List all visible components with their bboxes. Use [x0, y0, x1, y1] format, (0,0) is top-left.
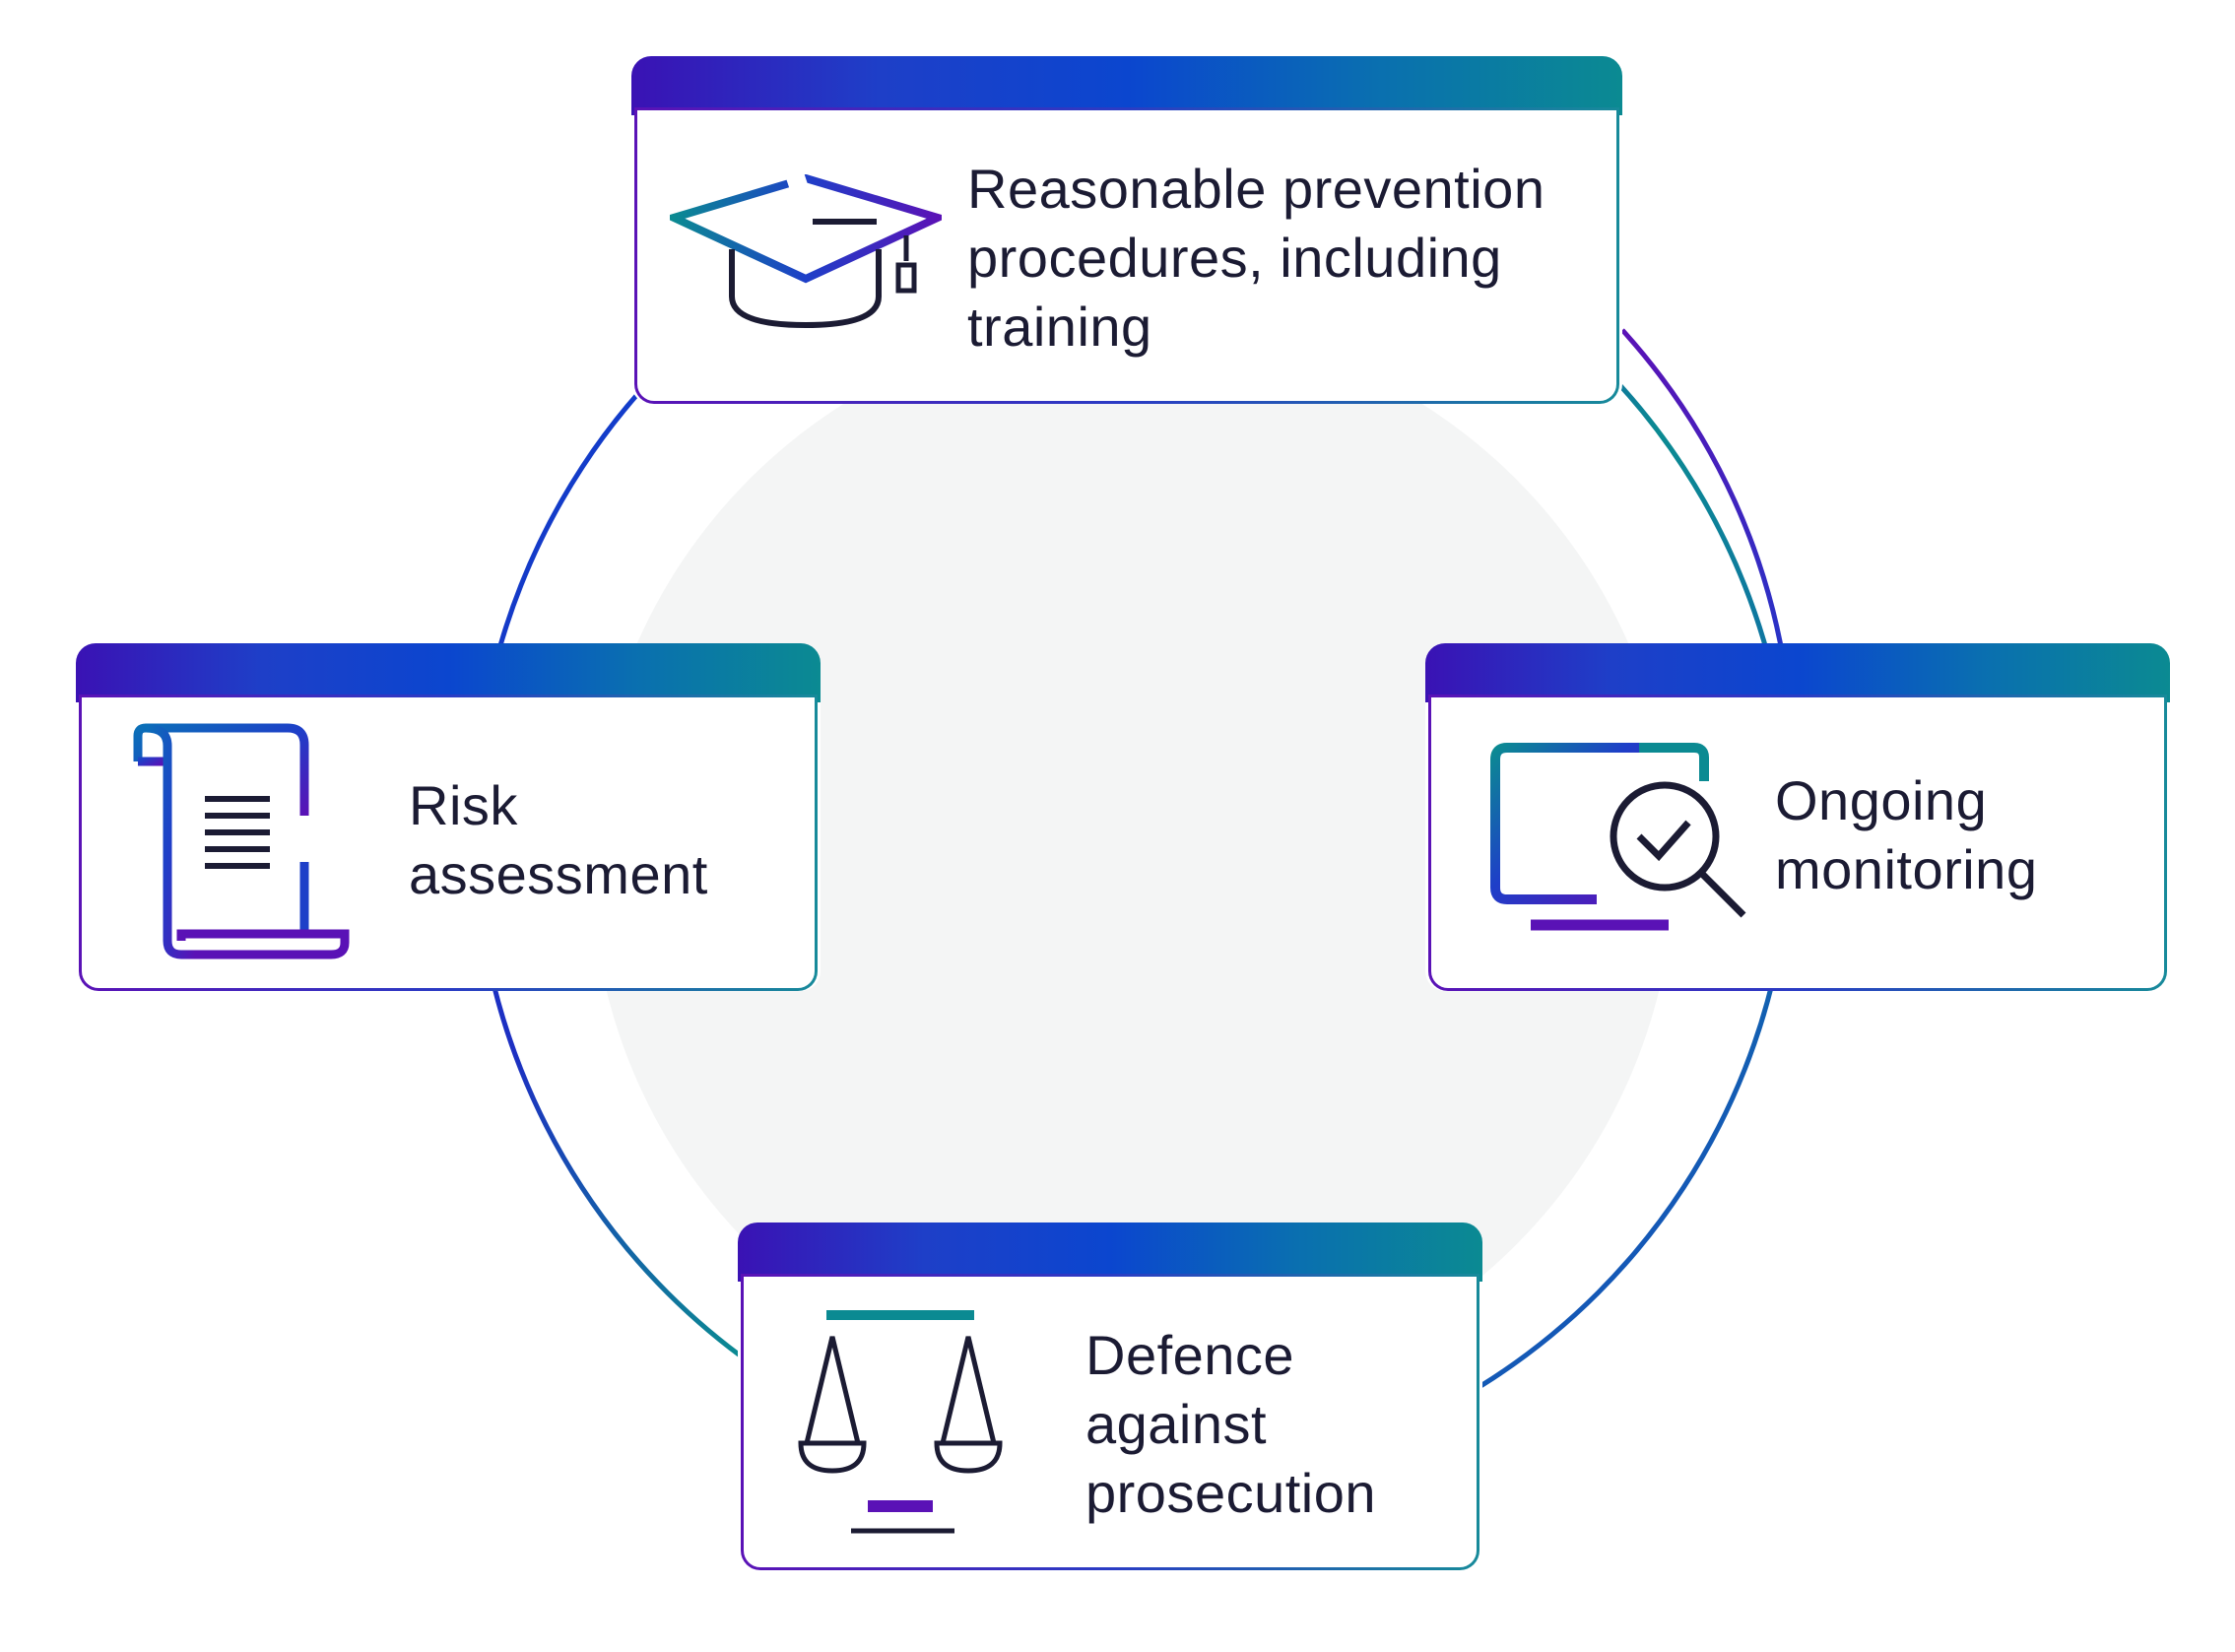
step-card-prevention: Reasonable prevention procedures, includ… — [631, 56, 1622, 404]
step-label: Defence against prosecution — [1085, 1324, 1377, 1524]
card-frame — [79, 694, 818, 991]
card-header-bar — [631, 56, 1622, 115]
center-disc — [591, 320, 1675, 1404]
card-header-bar — [738, 1222, 1482, 1282]
card-frame — [634, 107, 1619, 404]
graduation-cap-icon — [670, 174, 942, 329]
scales-of-justice-icon — [798, 1310, 1003, 1534]
step-label: Risk assessment — [409, 774, 708, 905]
card-header-bar — [76, 643, 821, 702]
card-frame — [741, 1274, 1479, 1570]
step-card-defence: Defence against prosecution — [738, 1222, 1482, 1570]
monitor-magnifier-check-icon — [1490, 743, 1746, 931]
step-label: Reasonable prevention procedures, includ… — [967, 158, 1545, 358]
step-label: Ongoing monitoring — [1775, 769, 2038, 900]
step-card-risk: Risk assessment — [76, 643, 821, 991]
scroll-document-icon — [133, 723, 350, 959]
step-card-monitoring: Ongoing monitoring — [1425, 643, 2170, 991]
card-header-bar — [1425, 643, 2170, 702]
